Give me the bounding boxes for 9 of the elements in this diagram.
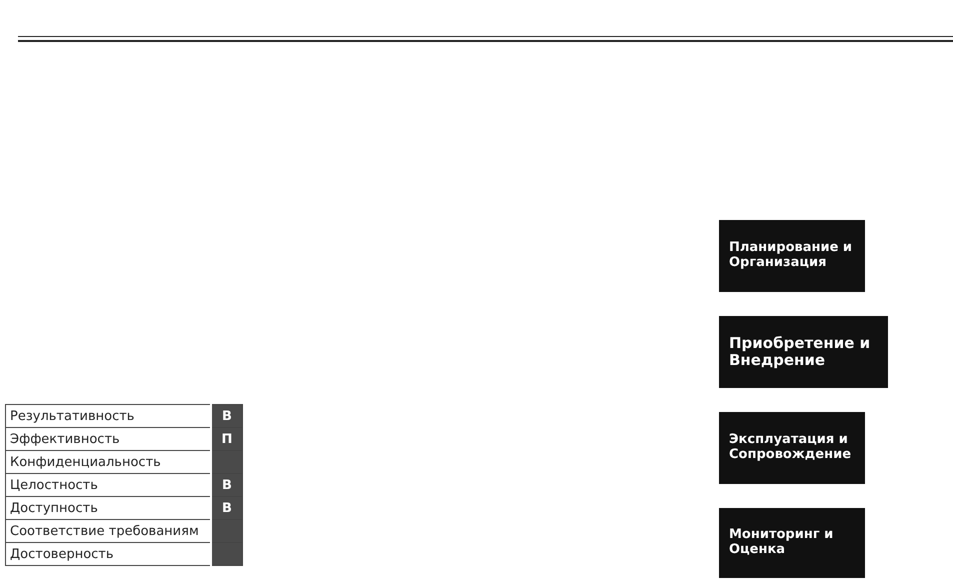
domain-box: Планирование и Организация (719, 220, 865, 292)
domain-box: Мониторинг и Оценка (719, 508, 865, 578)
criterion-cell: Результативность (6, 404, 211, 428)
rating-cell: В (211, 474, 242, 496)
domain-box: Приобретение и Внедрение (719, 316, 888, 388)
domain-box: Эксплуатация и Сопровождение (719, 412, 865, 484)
rating-cell: В (211, 496, 242, 520)
rating-cell: В (211, 404, 242, 428)
rating-cell: П (211, 428, 242, 450)
